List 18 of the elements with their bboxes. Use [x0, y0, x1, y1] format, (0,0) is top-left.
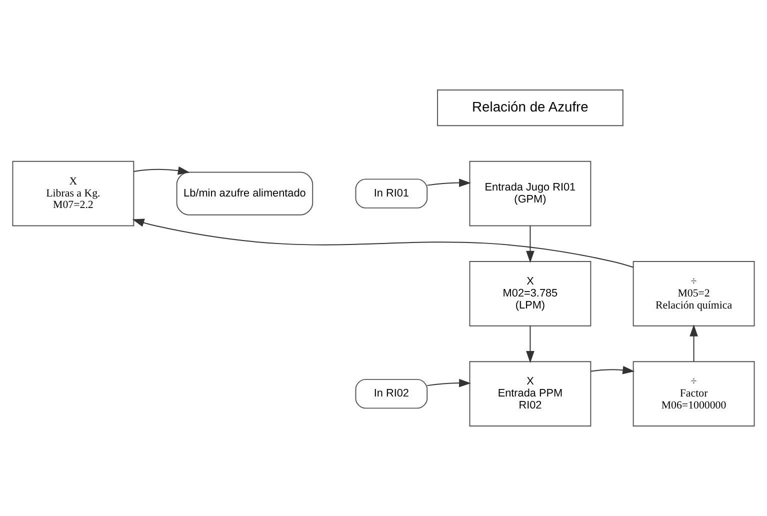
arrow — [690, 324, 698, 362]
node-box: In RI02 — [355, 378, 428, 409]
node-box: Entrada Jugo RI01 (GPM) — [469, 160, 592, 226]
node-box: Relación de Azufre — [437, 89, 624, 126]
node-box: X Entrada PPM RI02 — [469, 361, 592, 427]
node-box: Lb/min azufre alimentado — [176, 172, 314, 216]
arrow — [526, 326, 534, 363]
arrow — [526, 225, 534, 263]
node-box: ÷ Factor M06=1000000 — [632, 361, 755, 427]
node-box: X M02=3.785 (LPM) — [469, 260, 592, 326]
arrow — [426, 178, 471, 187]
node-box: X Libras a Kg. M07=2.2 — [12, 160, 134, 226]
arrow — [426, 378, 471, 388]
node-box: ÷ M05=2 Relación química — [632, 260, 755, 326]
arrow — [590, 366, 635, 374]
node-box: In RI01 — [355, 178, 428, 208]
arrow — [132, 218, 634, 268]
arrow — [133, 166, 190, 175]
